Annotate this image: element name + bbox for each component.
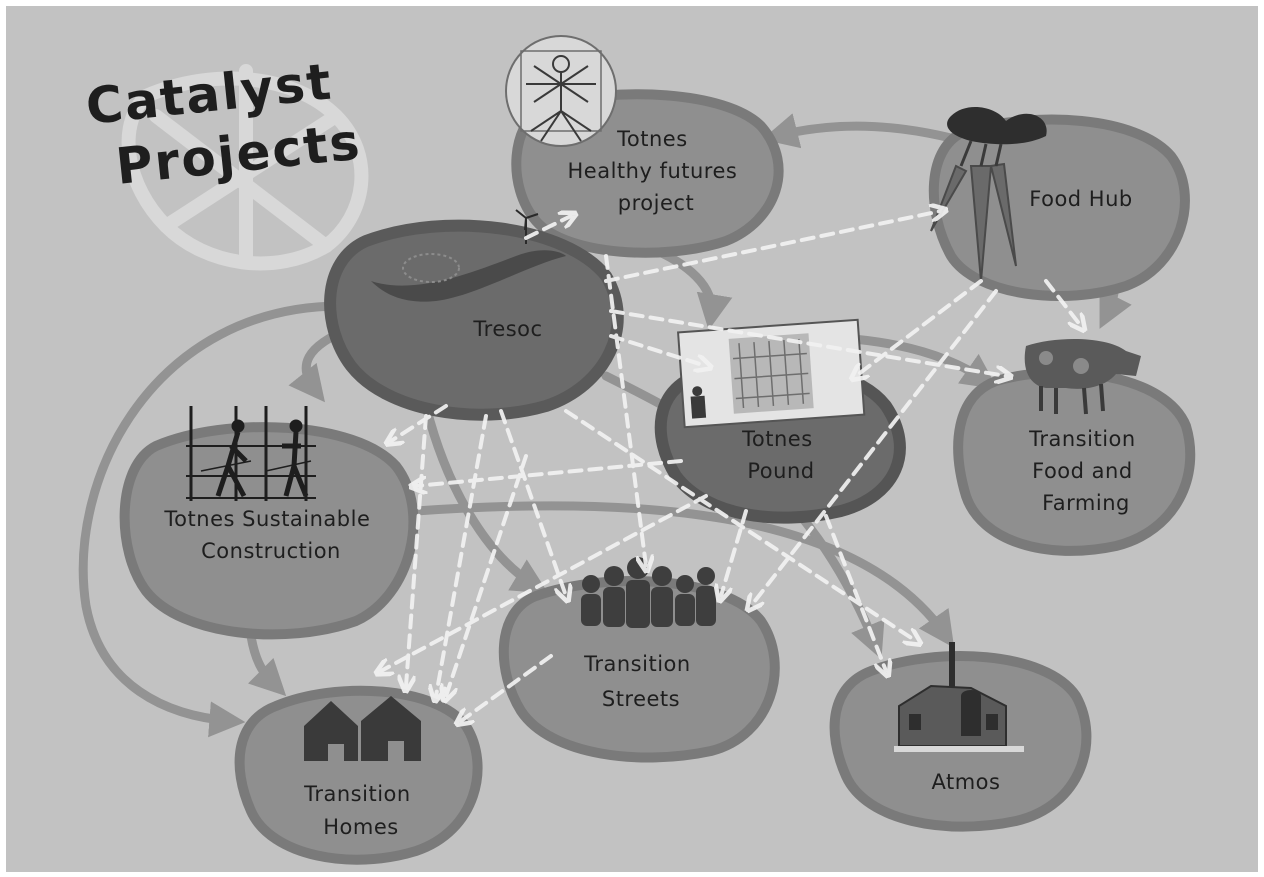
scaffolding-workers-icon xyxy=(186,406,316,501)
node-healthy-line3: project xyxy=(618,191,694,215)
node-foodhub-line1: Food Hub xyxy=(1029,187,1132,211)
node-pound: Totnes Pound xyxy=(654,318,906,524)
node-farming-line3: Farming xyxy=(1042,491,1130,515)
node-construction-line1: Totnes Sustainable xyxy=(163,507,370,531)
dash-tresoc-pound xyxy=(609,334,706,366)
node-atmos-line1: Atmos xyxy=(932,770,1001,794)
dash-construction-streets xyxy=(446,454,528,696)
node-homes-line1: Transition xyxy=(303,782,411,806)
dash-pound-streets xyxy=(721,509,748,596)
arrow-construction-homes xyxy=(246,631,287,697)
node-pound-line1: Totnes xyxy=(741,427,813,451)
dashed-arrows xyxy=(381,211,1081,721)
node-tresoc: Tresoc xyxy=(324,209,624,421)
arrow-construction-atmos xyxy=(411,501,955,648)
dash-pound-homes xyxy=(381,494,708,671)
node-streets-label: Transition Streets xyxy=(583,652,698,711)
dash-pound-atmos xyxy=(824,514,886,671)
dash-foodhub-farming xyxy=(1044,279,1081,326)
carrots-icon xyxy=(930,106,1047,282)
node-healthy-line2: Healthy futures xyxy=(567,159,737,183)
node-construction-label: Totnes Sustainable Construction xyxy=(163,507,377,563)
dash-tresoc-homes-2 xyxy=(406,414,428,686)
node-healthy: Totnes Healthy futures project xyxy=(505,35,784,258)
dash-foodhub-pound xyxy=(856,279,983,376)
dash-foodhub-streets xyxy=(751,289,998,606)
arrow-tresoc-homes xyxy=(78,301,346,738)
node-pound-line2: Pound xyxy=(747,459,814,483)
node-homes-label: Transition Homes xyxy=(303,782,418,839)
dash-tresoc-homes xyxy=(436,414,488,696)
node-construction-blob xyxy=(119,422,419,640)
node-homes-line2: Homes xyxy=(323,815,398,839)
dash-pound-construction xyxy=(416,459,683,486)
node-farming-blob xyxy=(953,367,1196,556)
node-foodhub-label: Food Hub xyxy=(1029,187,1132,211)
cow-icon xyxy=(1024,339,1141,415)
wind-turbine-hill-icon xyxy=(371,209,566,302)
node-atmos-label: Atmos xyxy=(932,770,1001,794)
node-tresoc-label: Tresoc xyxy=(472,317,542,341)
arrow-tresoc-streets xyxy=(421,401,549,594)
node-tresoc-line1: Tresoc xyxy=(472,317,542,341)
diagram-board: Catalyst Projects Totnes Healthy futures… xyxy=(6,6,1258,872)
node-farming: Transition Food and Farming xyxy=(953,339,1196,556)
node-farming-line2: Food and xyxy=(1032,459,1133,483)
dash-healthy-streets xyxy=(604,254,646,566)
vitruvian-man-icon xyxy=(505,35,617,147)
houses-icon xyxy=(304,696,421,761)
title-decoration xyxy=(121,64,369,271)
node-streets-line1: Transition xyxy=(583,652,691,676)
dash-streets-homes xyxy=(461,654,553,721)
dash-tresoc-healthy xyxy=(524,216,571,240)
node-homes: Transition Homes xyxy=(234,685,483,865)
people-group-icon xyxy=(581,557,716,628)
catalyst-projects-diagram: Catalyst Projects Totnes Healthy futures… xyxy=(78,35,1196,865)
node-pound-label: Totnes Pound xyxy=(741,427,820,483)
node-streets: Transition Streets xyxy=(498,557,780,763)
node-atmos: Atmos xyxy=(829,642,1092,832)
node-farming-line1: Transition xyxy=(1028,427,1136,451)
dash-tresoc-construction xyxy=(391,404,448,441)
node-farming-label: Transition Food and Farming xyxy=(1028,427,1143,515)
node-healthy-label: Totnes Healthy futures project xyxy=(567,127,744,215)
node-construction: Totnes Sustainable Construction xyxy=(119,406,419,640)
node-foodhub: Food Hub xyxy=(928,106,1190,301)
factory-building-icon xyxy=(894,642,1024,752)
node-construction-line2: Construction xyxy=(201,539,341,563)
node-streets-line2: Streets xyxy=(602,687,680,711)
dash-tresoc-foodhub xyxy=(604,211,941,283)
node-healthy-line1: Totnes xyxy=(616,127,688,151)
dash-tresoc-streets xyxy=(499,409,566,596)
